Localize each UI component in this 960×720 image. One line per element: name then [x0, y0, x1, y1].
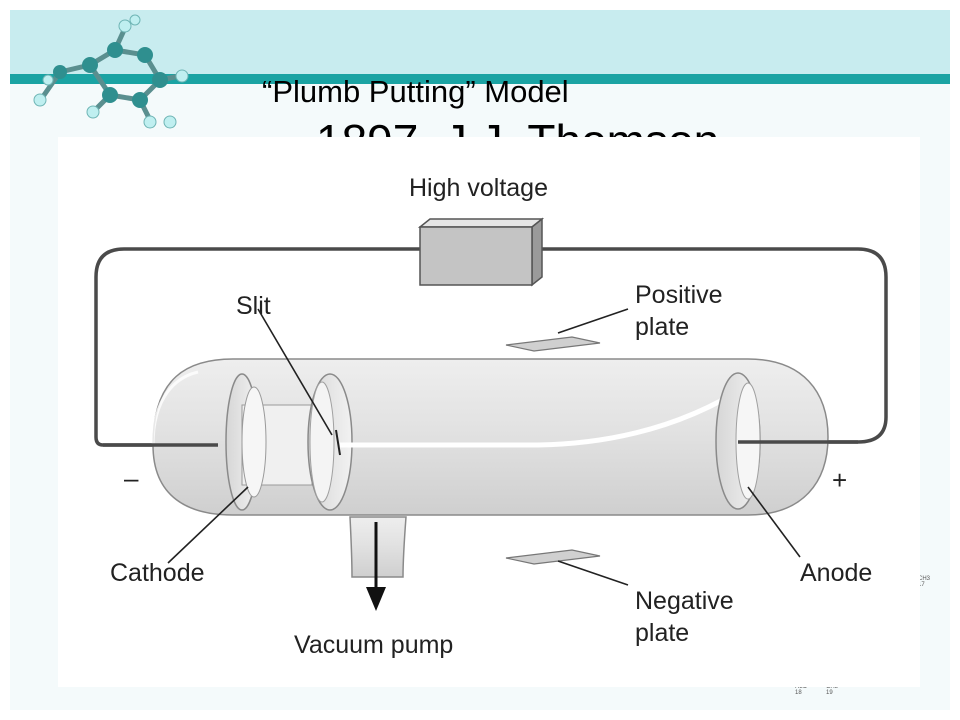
- molecule-icon: [33, 14, 189, 129]
- cathode-ray-tube-diagram: High voltage Slit Positive plate Negativ…: [58, 137, 920, 687]
- positive-plate-label-line1: Positive: [635, 281, 723, 309]
- slide-subtitle: “Plumb Putting” Model: [262, 74, 569, 109]
- header-band: [10, 10, 950, 74]
- cathode: [225, 373, 313, 511]
- negative-plate: [505, 549, 601, 565]
- high-voltage-label: High voltage: [409, 174, 548, 202]
- anode-label: Anode: [800, 559, 872, 587]
- slide-title: 1897, J.J. Thomson: [316, 116, 719, 138]
- vacuum-pump-label: Vacuum pump: [294, 631, 453, 659]
- minus-sign: –: [124, 463, 139, 493]
- slit-disc: [307, 373, 353, 511]
- slit-label: Slit: [236, 292, 271, 320]
- chem-note-h3c-18: H3C 18: [795, 684, 808, 696]
- positive-plate-label-line2: plate: [635, 313, 689, 341]
- chem-note-ch3-17: CH3 17: [918, 576, 931, 588]
- cathode-label: Cathode: [110, 559, 205, 587]
- label-leader-lines: [167, 308, 801, 586]
- chem-note-ch3-19: CH3 19: [826, 684, 839, 696]
- negative-plate-label-line1: Negative: [635, 587, 734, 615]
- high-voltage-source: [417, 217, 545, 287]
- positive-plate: [505, 336, 601, 352]
- header-accent-bar: [10, 74, 950, 84]
- negative-plate-label-line2: plate: [635, 619, 689, 647]
- plus-sign: +: [832, 465, 847, 495]
- vacuum-pump-stem: [349, 516, 407, 611]
